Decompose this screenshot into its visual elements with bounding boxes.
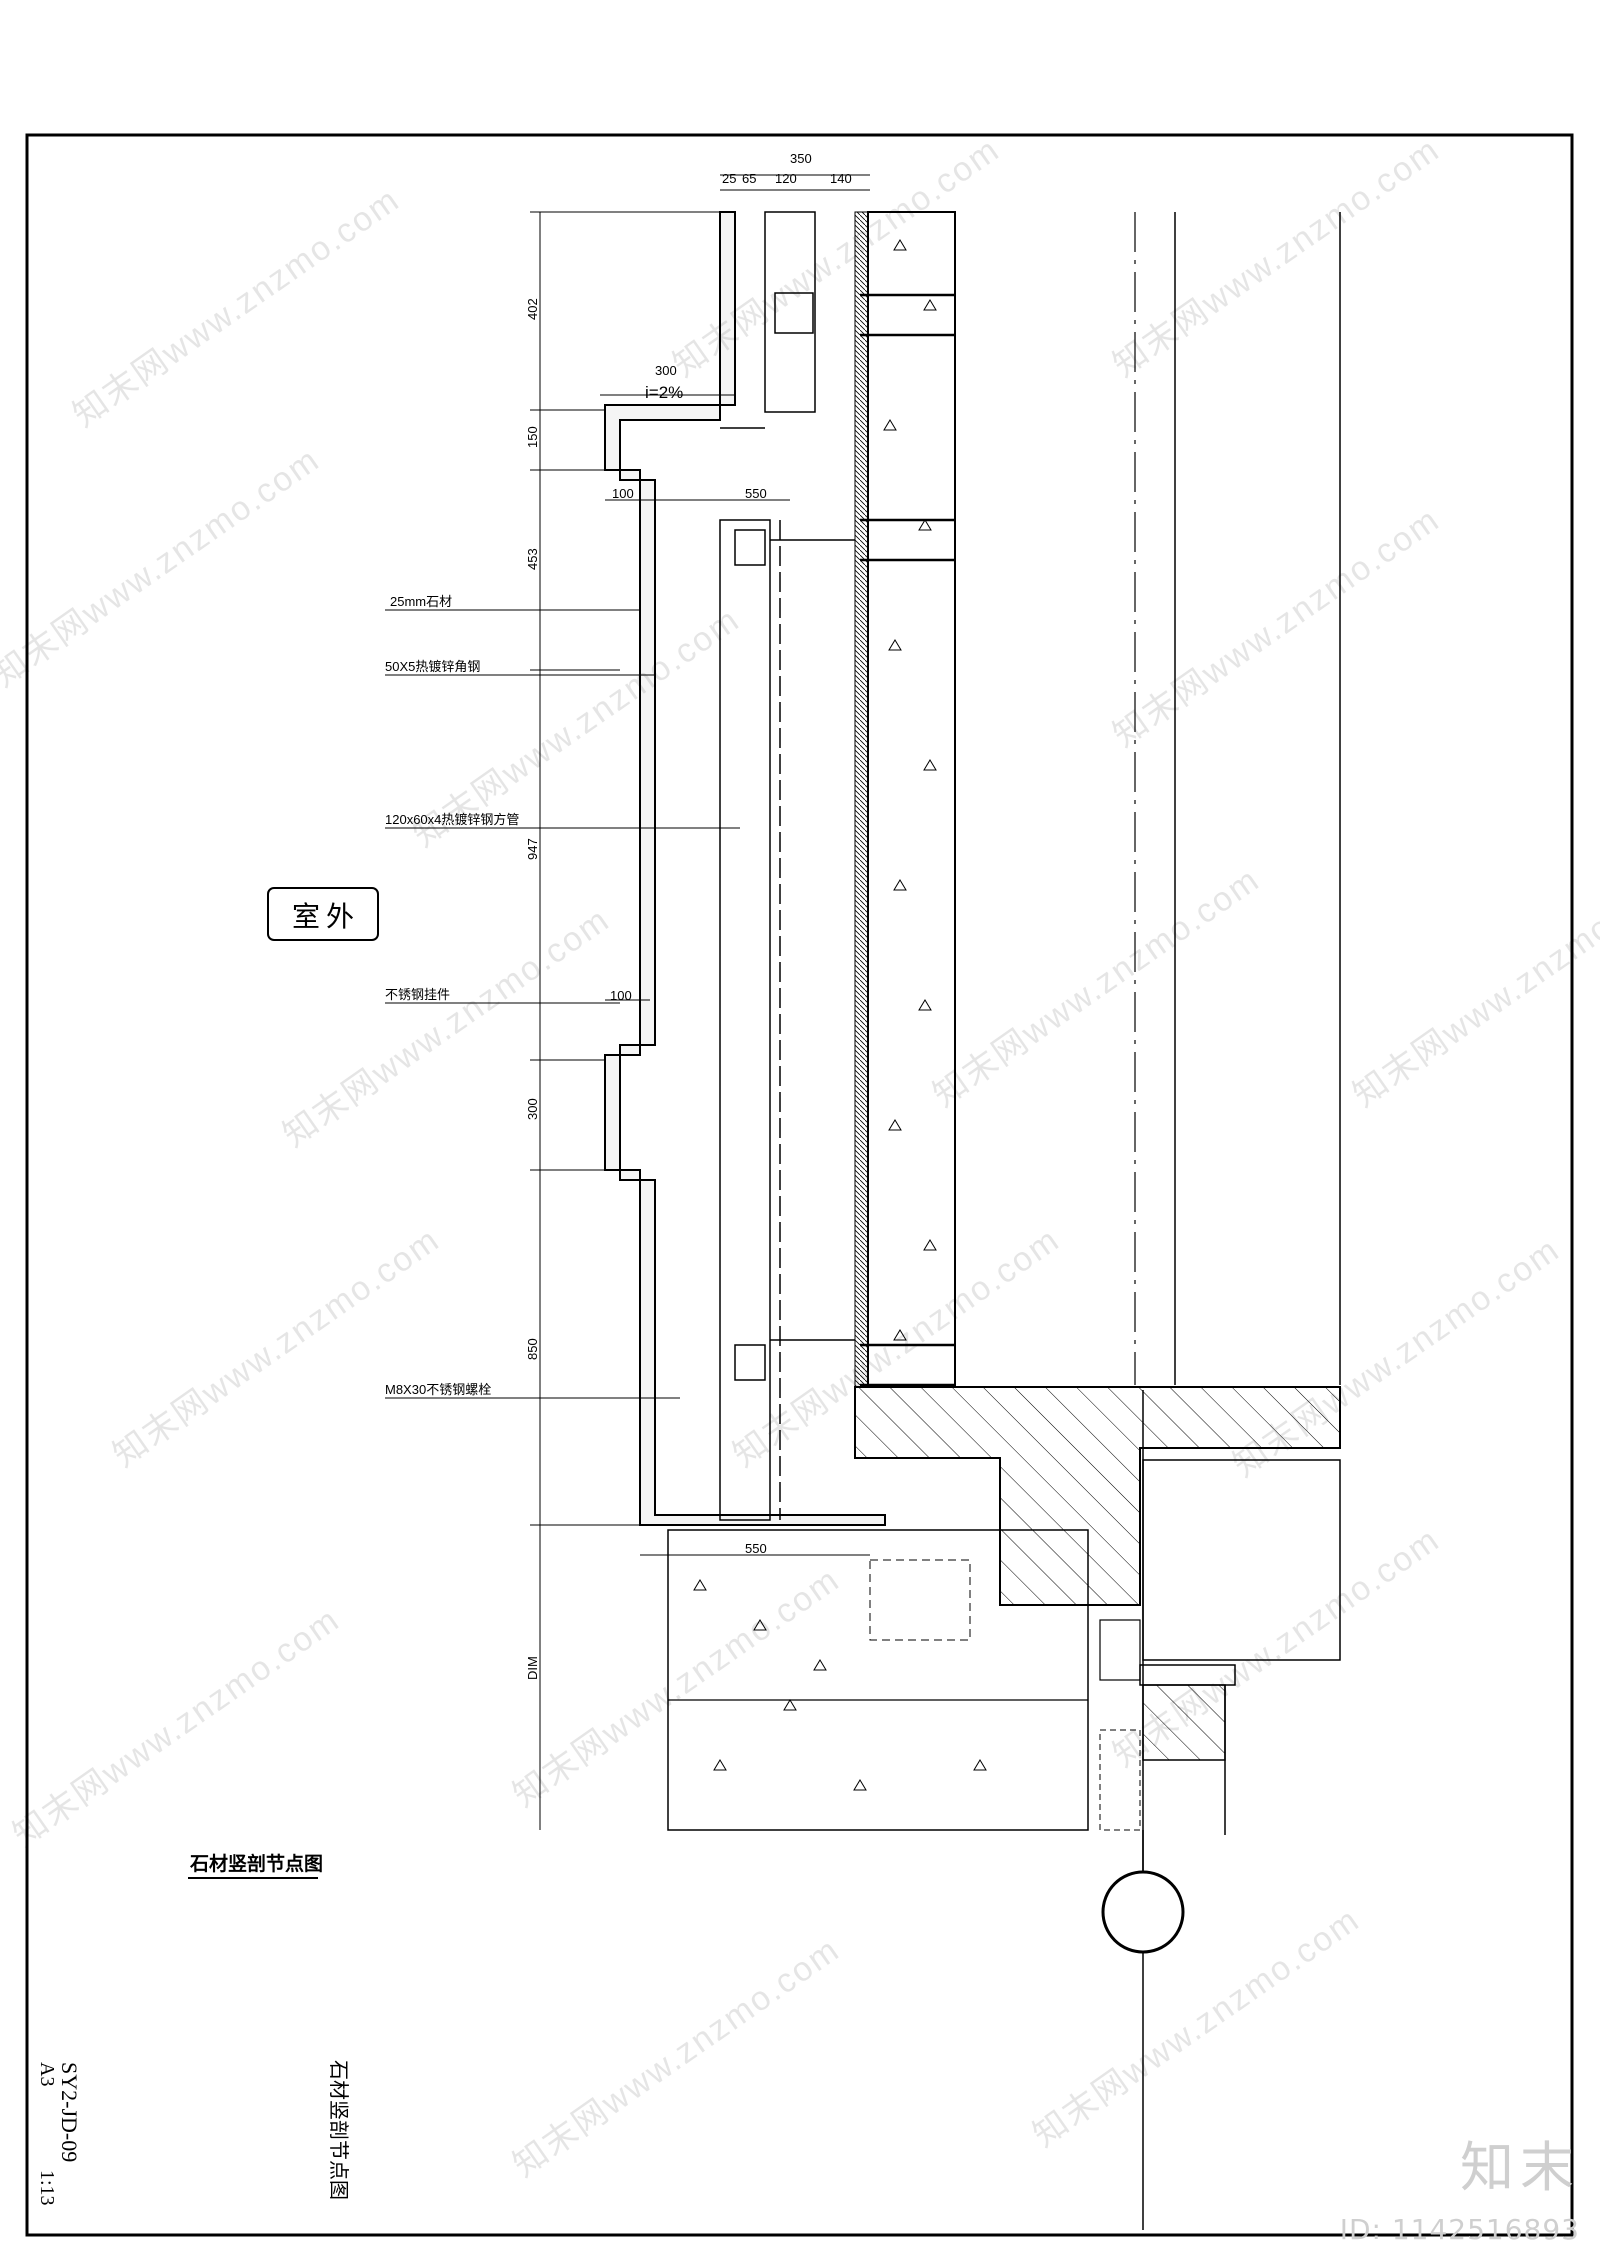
dim-v-7: DIM xyxy=(525,1656,540,1680)
foundation xyxy=(667,1529,1089,1831)
callout-stone: 25mm石材 xyxy=(390,594,452,609)
dim-bracket-bottom: 550 xyxy=(745,1541,767,1556)
concrete-wall xyxy=(854,211,956,1388)
dim-v-3: 453 xyxy=(525,548,540,570)
room-label: 室外 xyxy=(292,900,360,933)
drawing-title-group: 石材竖剖节点图 xyxy=(188,1852,323,1879)
dim-bracket-top: 550 xyxy=(745,486,767,501)
paper-size: A3 xyxy=(36,2062,58,2087)
title-block-name: 石材竖剖节点图 xyxy=(327,2060,349,2200)
callout-texts: 25mm石材 50X5热镀锌角钢 120x60x4热镀锌钢方管 不锈钢挂件 M8… xyxy=(385,594,519,1397)
drawing-title: 石材竖剖节点图 xyxy=(189,1852,323,1875)
dim-top-part-2: 65 xyxy=(742,171,756,186)
dim-v-6: 850 xyxy=(525,1338,540,1360)
steel-frame xyxy=(719,211,855,1521)
dimension-lines xyxy=(530,174,870,1830)
dim-v-2: 150 xyxy=(525,426,540,448)
callout-bolt: M8X30不锈钢螺栓 xyxy=(385,1382,491,1397)
sheet-number: SY2-JD-09 xyxy=(57,2062,82,2163)
image-id: ID: 1142516893 xyxy=(1339,2213,1580,2246)
callout-pendant: 不锈钢挂件 xyxy=(385,987,450,1002)
dim-top-total: 350 xyxy=(790,151,812,166)
stone-cladding xyxy=(604,211,886,1526)
dim-cap-width: 300 xyxy=(655,363,677,378)
anchor-bolts xyxy=(860,293,955,1387)
dim-top-part-3: 120 xyxy=(775,171,797,186)
dim-v-5: 300 xyxy=(525,1098,540,1120)
dim-v-1: 402 xyxy=(525,298,540,320)
dimension-texts: 350 25 65 120 140 300 i=2% 100 100 550 5… xyxy=(610,151,852,1556)
brand-logo: 知末 xyxy=(1460,2136,1580,2199)
dim-top-part-1: 25 xyxy=(722,171,736,186)
dim-offset-mid: 100 xyxy=(610,988,632,1003)
sheet-border xyxy=(25,133,1574,2237)
dim-slope: i=2% xyxy=(645,383,683,402)
floor-slab xyxy=(854,1386,1341,1835)
callout-leaders xyxy=(385,609,740,1399)
room-label-box xyxy=(267,887,379,941)
vertical-dimension-texts: 402 150 453 947 300 850 DIM xyxy=(525,298,540,1680)
dim-top-part-4: 140 xyxy=(830,171,852,186)
detail-bubble xyxy=(1101,1870,1185,1954)
callout-tube: 120x60x4热镀锌钢方管 xyxy=(385,812,519,827)
dim-offset-top: 100 xyxy=(612,486,634,501)
dim-v-4: 947 xyxy=(525,838,540,860)
drawing-scale: 1:13 xyxy=(36,2170,58,2206)
callout-angle: 50X5热镀锌角钢 xyxy=(385,659,480,674)
